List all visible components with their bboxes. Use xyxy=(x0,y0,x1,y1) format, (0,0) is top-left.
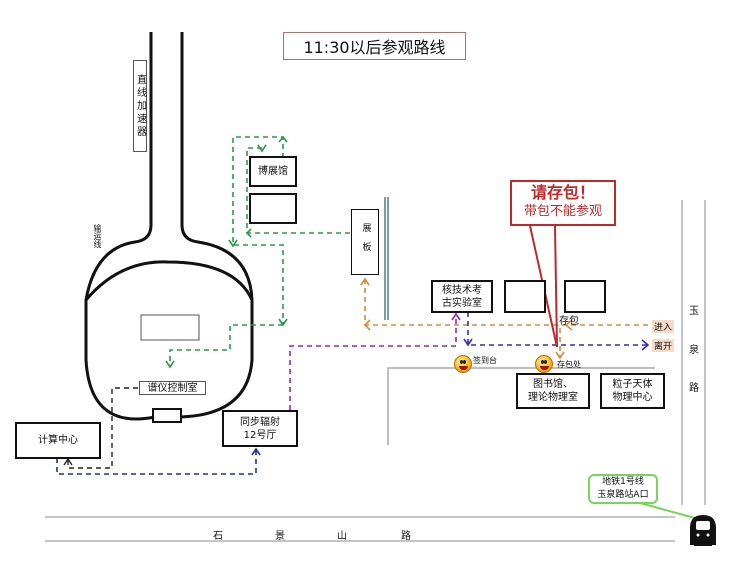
yuquan-road-char: 泉 xyxy=(689,345,699,356)
particle-astro-label-2: 物理中心 xyxy=(612,392,653,403)
sync-radiation-label-1: 同步辐射 xyxy=(240,416,280,428)
checkin-label: 签到台 xyxy=(473,356,497,365)
museum-label: 博展馆 xyxy=(258,166,288,177)
accelerator-outline xyxy=(84,32,254,421)
subway-pointer xyxy=(639,502,703,521)
subway-station-label: 玉泉路站A口 xyxy=(597,490,649,500)
shijingshan-road-char: 路 xyxy=(401,531,411,542)
computing-center[interactable]: 计算中心 xyxy=(15,422,101,459)
warning-subtitle: 带包不能参观 xyxy=(523,204,602,219)
shijingshan-road-char: 山 xyxy=(337,531,347,542)
library-theory-building[interactable]: 图书馆、 理论物理室 xyxy=(516,373,590,409)
subway-callout[interactable]: 地铁1号线 玉泉路站A口 xyxy=(588,474,658,504)
library-label-1: 图书馆、 xyxy=(533,379,573,390)
warning-title: 请存包！ xyxy=(530,183,595,202)
yuquan-road-char: 路 xyxy=(689,383,699,394)
exit-label: 离开 xyxy=(652,339,675,352)
unnamed-building xyxy=(564,280,606,313)
nuclear-archaeology-label-2: 古实验室 xyxy=(442,297,482,309)
bag-warning-callout: 请存包！ 带包不能参观 xyxy=(510,180,616,226)
subway-icon xyxy=(690,515,716,546)
ring-inner-room xyxy=(140,314,200,341)
library-label-2: 理论物理室 xyxy=(528,392,578,403)
purple-arrows xyxy=(451,312,461,321)
particle-astro-label-1: 粒子天体 xyxy=(612,379,653,390)
spectrometer-control-room[interactable]: 谱仪控制室 xyxy=(139,381,206,395)
exit-arrows xyxy=(463,338,650,351)
ring-gate xyxy=(152,408,182,423)
unnamed-building xyxy=(249,193,297,224)
exit-route xyxy=(467,312,648,346)
yuquan-road-char: 玉 xyxy=(689,306,699,317)
bag-storage-smiley-icon xyxy=(535,355,553,373)
sync-radiation-hall[interactable]: 同步辐射 12号厅 xyxy=(222,410,298,447)
nuclear-archaeology-lab[interactable]: 核技术考 古实验室 xyxy=(431,280,493,313)
particle-astrophysics-center[interactable]: 粒子天体 物理中心 xyxy=(600,373,665,409)
orange-arrows xyxy=(360,277,573,360)
green-arrows xyxy=(165,135,288,369)
shijingshan-road-char: 石 xyxy=(213,531,223,542)
blue-route xyxy=(56,450,257,475)
checkin-smiley-icon xyxy=(454,355,472,373)
sync-radiation-label-2: 12号厅 xyxy=(243,429,277,441)
exhibit-board[interactable]: 展板 xyxy=(351,209,379,275)
blue-arrows xyxy=(251,447,261,456)
enter-label: 进入 xyxy=(652,320,675,333)
shijingshan-road-char: 景 xyxy=(275,531,285,542)
bag-storage-label: 存包 xyxy=(559,316,579,327)
green-route xyxy=(169,136,350,366)
linac-label[interactable]: 直线加速器 xyxy=(133,60,147,152)
nuclear-archaeology-label-1: 核技术考 xyxy=(442,284,482,296)
bag-storage-place-label: 存包处 xyxy=(557,360,581,369)
purple-route xyxy=(289,315,457,410)
transport-line-label: 输运线 xyxy=(93,224,102,248)
unnamed-building xyxy=(504,280,546,313)
black-arrows xyxy=(63,457,73,466)
subway-line-label: 地铁1号线 xyxy=(602,477,644,487)
museum-building[interactable]: 博展馆 xyxy=(249,156,297,187)
page-title: 11:30以后参观路线 xyxy=(283,32,466,60)
campus-boundary xyxy=(387,367,655,445)
